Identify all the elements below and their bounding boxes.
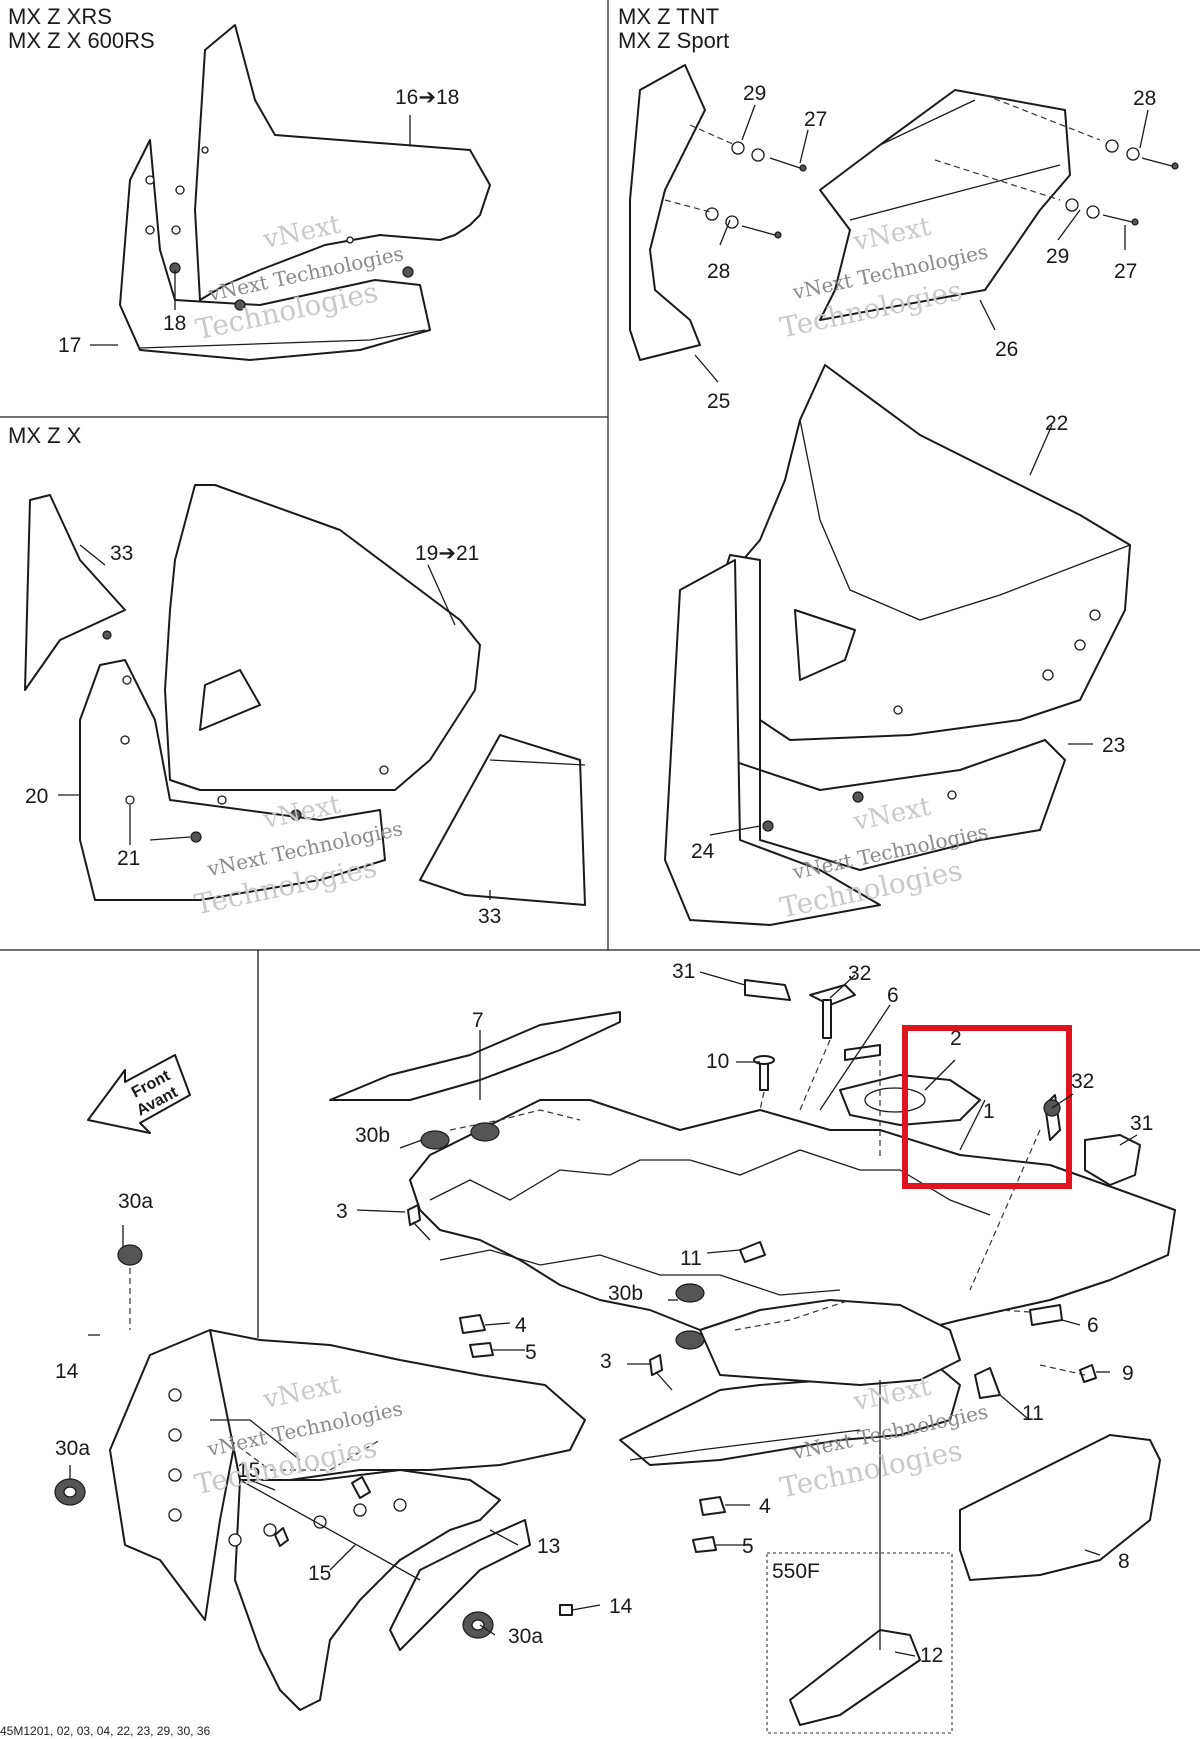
label-11b: 11 xyxy=(1022,1402,1044,1425)
hardware-parts xyxy=(54,979,1161,1639)
hood-lower-assembly xyxy=(109,1329,586,1711)
label-550f: 550F xyxy=(772,1560,820,1583)
label-27a: 27 xyxy=(804,108,827,131)
tnt-leaders xyxy=(694,104,1149,836)
label-7: 7 xyxy=(472,1009,484,1032)
label-16-18: 16➔18 xyxy=(395,86,459,109)
label-10: 10 xyxy=(706,1050,729,1073)
label-30a-b: 30a xyxy=(55,1437,90,1460)
label-13: 13 xyxy=(537,1535,560,1558)
panel-title-x: MX Z X xyxy=(8,423,82,448)
label-15a: 15 xyxy=(237,1459,260,1482)
variant-box-550f xyxy=(766,1552,953,1734)
hood-top-assembly xyxy=(329,1011,1176,1466)
panel-dividers xyxy=(0,0,1200,951)
label-33b: 33 xyxy=(478,905,501,928)
label-18: 18 xyxy=(163,312,186,335)
label-19-21: 19➔21 xyxy=(415,542,479,565)
label-17: 17 xyxy=(58,334,81,357)
label-22: 22 xyxy=(1045,412,1068,435)
part-12-shape xyxy=(789,1629,921,1726)
label-24: 24 xyxy=(691,840,715,863)
label-28a: 28 xyxy=(1133,87,1156,110)
panel-title-xrs-1: MX Z XRS xyxy=(8,4,112,29)
label-27b: 27 xyxy=(1114,260,1137,283)
label-30a-a: 30a xyxy=(118,1190,153,1213)
label-5a: 5 xyxy=(525,1341,537,1364)
label-2: 2 xyxy=(950,1027,962,1050)
footer-code: 45M1201, 02, 03, 04, 22, 23, 29, 30, 36 xyxy=(0,1724,210,1738)
label-1: 1 xyxy=(983,1100,995,1123)
label-29b: 29 xyxy=(1046,245,1069,268)
highlight-box xyxy=(902,1025,1072,1189)
label-32b: 32 xyxy=(1071,1070,1094,1093)
label-5b: 5 xyxy=(742,1535,754,1558)
label-12: 12 xyxy=(920,1644,943,1667)
front-arrow: Front Avant xyxy=(87,1054,191,1134)
label-4b: 4 xyxy=(759,1495,771,1518)
label-14b: 14 xyxy=(609,1595,633,1618)
label-25: 25 xyxy=(707,390,730,413)
bottom-leaders xyxy=(69,971,1138,1657)
tnt-hardware xyxy=(664,94,1179,239)
dashed-guides xyxy=(129,1039,1086,1376)
tnt-side-deflectors xyxy=(629,64,1071,361)
label-31a: 31 xyxy=(672,960,695,983)
label-6a: 6 xyxy=(887,984,899,1007)
label-8: 8 xyxy=(1118,1550,1130,1573)
label-9: 9 xyxy=(1122,1362,1134,1385)
label-30a-c: 30a xyxy=(508,1625,543,1648)
label-33a: 33 xyxy=(110,542,133,565)
label-31b: 31 xyxy=(1130,1112,1153,1135)
panel-title-tnt-2: MX Z Sport xyxy=(618,28,729,53)
label-28b: 28 xyxy=(707,260,730,283)
label-15b: 15 xyxy=(308,1562,331,1585)
label-6b: 6 xyxy=(1087,1314,1099,1337)
label-29a: 29 xyxy=(743,82,766,105)
panel-title-tnt-1: MX Z TNT xyxy=(618,4,719,29)
label-23: 23 xyxy=(1102,734,1125,757)
label-3a: 3 xyxy=(336,1200,348,1223)
label-4a: 4 xyxy=(515,1314,527,1337)
label-30b-b: 30b xyxy=(608,1282,643,1305)
xrs-leaders xyxy=(90,115,411,346)
label-26: 26 xyxy=(995,338,1018,361)
label-11a: 11 xyxy=(680,1247,702,1270)
label-20: 20 xyxy=(25,785,48,808)
label-3b: 3 xyxy=(600,1350,612,1373)
xrs-windshield-assembly xyxy=(119,24,491,361)
label-14a: 14 xyxy=(55,1360,79,1383)
panel-title-xrs-2: MX Z X 600RS xyxy=(8,28,155,53)
label-32a: 32 xyxy=(848,962,871,985)
label-30b-a: 30b xyxy=(355,1124,390,1147)
x-leaders xyxy=(58,544,491,900)
label-21: 21 xyxy=(117,847,140,870)
